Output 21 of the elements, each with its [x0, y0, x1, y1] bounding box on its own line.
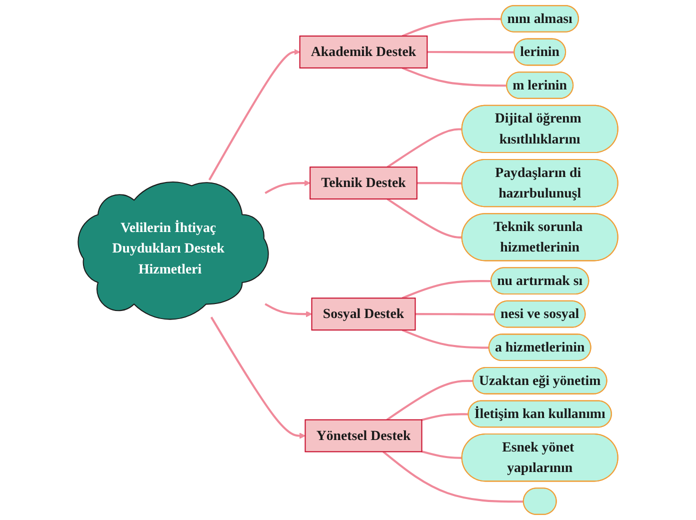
- connector: [386, 128, 462, 168]
- connector: [386, 380, 474, 421]
- connector: [416, 182, 462, 184]
- connector: [402, 66, 507, 87]
- arrow: [264, 180, 310, 194]
- arrow: [210, 316, 306, 439]
- connector: [382, 450, 524, 503]
- connector: [386, 198, 462, 238]
- connector: [402, 18, 502, 38]
- node-box: Sosyal Destek: [311, 298, 416, 331]
- node-box: Teknik Destek: [310, 166, 418, 200]
- node-box: Yönetsel Destek: [304, 419, 422, 452]
- connector: [427, 50, 514, 54]
- arrow: [208, 48, 300, 180]
- node-box: Akademik Destek: [299, 36, 428, 68]
- connector: [422, 413, 469, 422]
- connector: [415, 313, 495, 316]
- connector: [422, 450, 462, 459]
- connector: [402, 280, 492, 300]
- arrow: [264, 303, 312, 318]
- connector: [402, 329, 490, 349]
